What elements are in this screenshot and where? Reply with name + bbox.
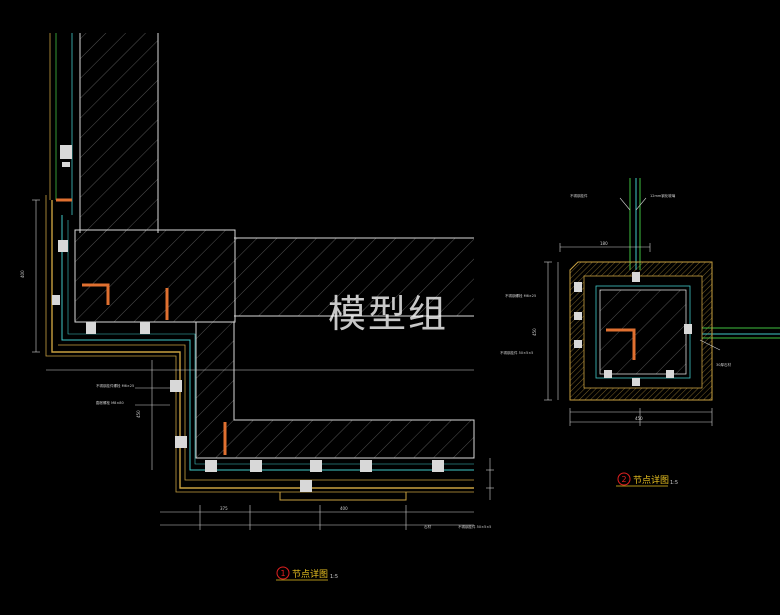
concrete-column-upper bbox=[80, 33, 158, 233]
d1-label-c: 石材 bbox=[424, 524, 432, 529]
d2-dim-top: 180 bbox=[600, 241, 608, 246]
d2-label-left-1: 不锈钢螺栓 M6×25 bbox=[505, 293, 536, 298]
detail-1-dimensions bbox=[32, 199, 494, 530]
detail-2-number: 2 bbox=[621, 475, 626, 484]
detail-1-drawing: 400 450 375 400 不锈钢挂件螺栓 M6×25 膨胀螺栓 M8×80… bbox=[20, 33, 494, 581]
concrete-core-block bbox=[74, 229, 236, 323]
concrete-beam-right bbox=[234, 238, 474, 316]
detail-2-bolts bbox=[574, 272, 692, 386]
d2-dim-left: 450 bbox=[532, 328, 537, 336]
d1-label-b: 膨胀螺栓 M8×80 bbox=[96, 400, 124, 405]
detail-1-scale: 1:5 bbox=[330, 574, 338, 580]
detail-1-title: 节点详图 bbox=[292, 568, 328, 580]
detail-1-number-circle bbox=[276, 566, 290, 580]
detail-2-number-circle bbox=[617, 472, 631, 486]
d2-dim-bottom: 450 bbox=[635, 416, 643, 421]
detail-2-concrete-core bbox=[599, 289, 687, 375]
anchor-bolts bbox=[52, 145, 444, 492]
d1-dim-left-text: 400 bbox=[20, 270, 25, 278]
detail-2-steel-angle bbox=[606, 328, 636, 360]
d2-label-top-1: 不锈钢挂件 bbox=[570, 193, 588, 198]
detail-2-title: 节点详图 bbox=[633, 474, 669, 486]
d1-dim-bottom-2: 400 bbox=[340, 506, 348, 511]
detail-2-dimensions bbox=[544, 197, 721, 426]
steel-angle-1 bbox=[82, 283, 110, 305]
d1-dim-bottom-1: 375 bbox=[220, 506, 228, 511]
d2-label-top-2: 12mm钢化玻璃 bbox=[650, 193, 676, 198]
d2-label-right: 30厚石材 bbox=[716, 362, 731, 367]
d1-dim-side-text: 450 bbox=[136, 410, 141, 418]
concrete-lower-block bbox=[195, 321, 475, 459]
detail-2-scale: 1:5 bbox=[670, 480, 678, 486]
detail-2-drawing: 180 450 450 不锈钢挂件 12mm钢化玻璃 不锈钢螺栓 M6×25 不… bbox=[500, 178, 780, 487]
d2-label-left-2: 不锈钢挂件 50×5×5 bbox=[500, 350, 533, 355]
d1-label-a: 不锈钢挂件螺栓 M6×25 bbox=[96, 383, 134, 388]
detail-1-number: 1 bbox=[280, 569, 285, 578]
d1-label-d: 不锈钢挂件 50×5×5 bbox=[458, 524, 491, 529]
cyan-frame bbox=[61, 215, 474, 471]
